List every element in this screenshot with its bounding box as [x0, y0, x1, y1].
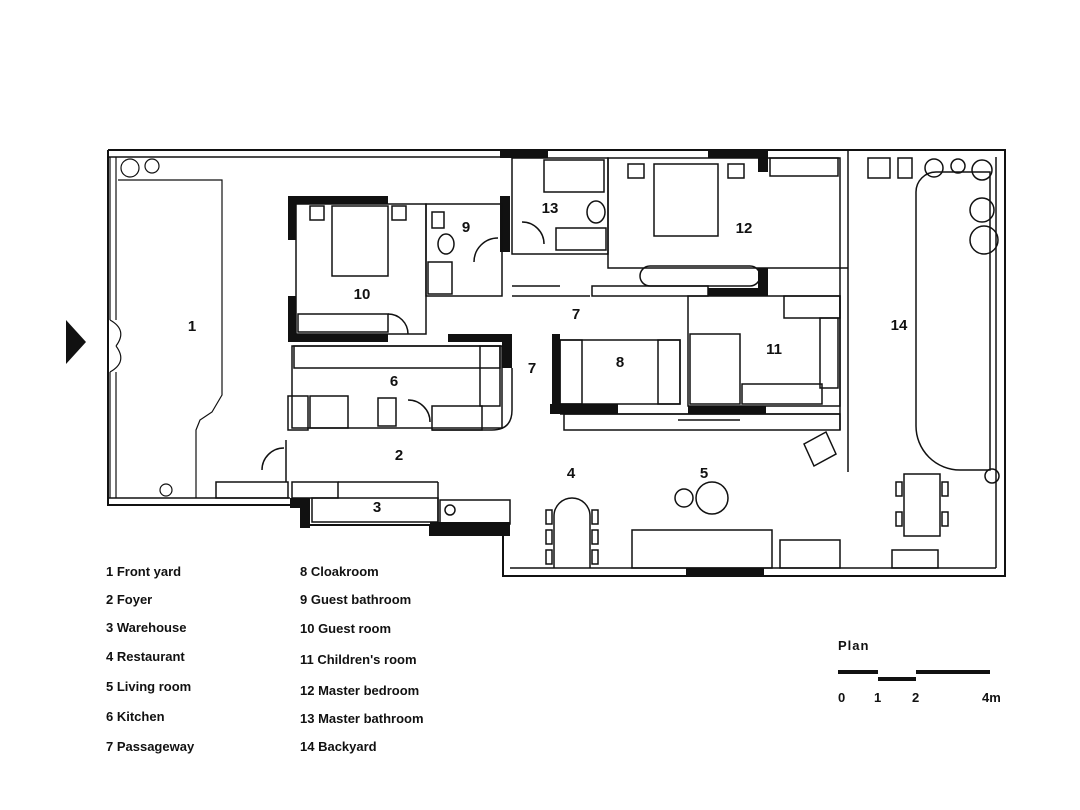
- legend-item: 9 Guest bathroom: [300, 592, 412, 607]
- legend-item: 10 Guest room: [300, 621, 392, 636]
- room-label-9: 9: [462, 219, 470, 236]
- room-label-1: 1: [188, 318, 196, 335]
- legend-item: 2 Foyer: [106, 592, 153, 607]
- legend-item: 8 Cloakroom: [300, 564, 379, 579]
- room-label-2: 2: [395, 447, 403, 464]
- room-label-14: 14: [891, 317, 908, 334]
- scale-segment: [838, 670, 878, 674]
- scale-label: 0: [838, 690, 846, 705]
- structural-walls: [288, 150, 768, 576]
- room-label-8: 8: [616, 354, 624, 371]
- room-label-3: 3: [373, 499, 381, 516]
- room-labels: 1 2 3 4 5 6 7 7 8 9 10 11 12 13 14: [188, 200, 908, 516]
- room-label-4: 4: [567, 465, 576, 482]
- interior-walls: [215, 150, 1000, 569]
- room-label-5: 5: [700, 465, 708, 482]
- room-label-7b: 7: [528, 360, 536, 377]
- legend-item: 14 Backyard: [300, 739, 377, 754]
- plan-title: Plan: [838, 638, 870, 653]
- scale-label: 4m: [982, 690, 1001, 705]
- legend-item: 3 Warehouse: [106, 620, 187, 635]
- front-yard: [109, 157, 223, 498]
- legend-item: 4 Restaurant: [106, 649, 185, 664]
- entrance-arrow: [66, 320, 86, 364]
- legend-item: 12 Master bedroom: [300, 683, 420, 698]
- room-label-12: 12: [736, 220, 753, 237]
- room-label-6: 6: [390, 373, 398, 390]
- scale-segment: [916, 670, 990, 674]
- scale-label: 1: [874, 690, 882, 705]
- room-label-13: 13: [542, 200, 559, 217]
- legend-item: 1 Front yard: [106, 564, 182, 579]
- scale-label: 2: [912, 690, 920, 705]
- legend-item: 7 Passageway: [106, 739, 195, 754]
- room-label-11: 11: [766, 341, 782, 358]
- legend-item: 5 Living room: [106, 679, 192, 694]
- legend-item: 6 Kitchen: [106, 709, 165, 724]
- room-label-10: 10: [354, 286, 371, 303]
- legend-item: 13 Master bathroom: [300, 711, 424, 726]
- scale-segment: [878, 677, 916, 681]
- legend-item: 11 Children's room: [300, 652, 417, 667]
- room-label-7a: 7: [572, 306, 580, 323]
